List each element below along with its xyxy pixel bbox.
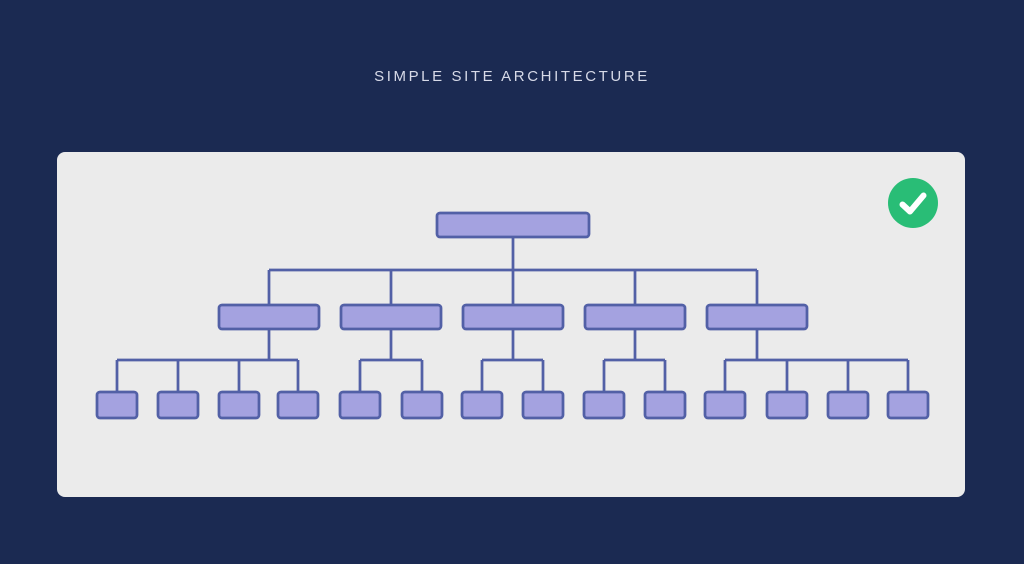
site-node-page-12 (765, 390, 809, 420)
site-node-page-1 (95, 390, 139, 420)
site-node-section-3 (461, 303, 565, 331)
check-icon (899, 192, 927, 215)
approved-badge (888, 178, 938, 228)
site-node-page-3 (217, 390, 261, 420)
site-node-section-1 (217, 303, 321, 331)
site-node-page-10 (643, 390, 687, 420)
site-node-page-9 (582, 390, 626, 420)
site-node-page-11 (703, 390, 747, 420)
page-title: SIMPLE SITE ARCHITECTURE (374, 67, 650, 85)
site-node-section-4 (583, 303, 687, 331)
diagram-panel (57, 152, 965, 497)
site-node-page-4 (276, 390, 320, 420)
header: SIMPLE SITE ARCHITECTURE (0, 0, 1024, 152)
site-node-home (435, 211, 591, 239)
site-node-page-14 (886, 390, 930, 420)
site-architecture-diagram (95, 211, 930, 420)
site-node-page-6 (400, 390, 444, 420)
site-node-page-8 (521, 390, 565, 420)
site-node-section-5 (705, 303, 809, 331)
site-node-page-2 (156, 390, 200, 420)
site-node-section-2 (339, 303, 443, 331)
site-node-page-5 (338, 390, 382, 420)
site-node-page-7 (460, 390, 504, 420)
site-node-page-13 (826, 390, 870, 420)
